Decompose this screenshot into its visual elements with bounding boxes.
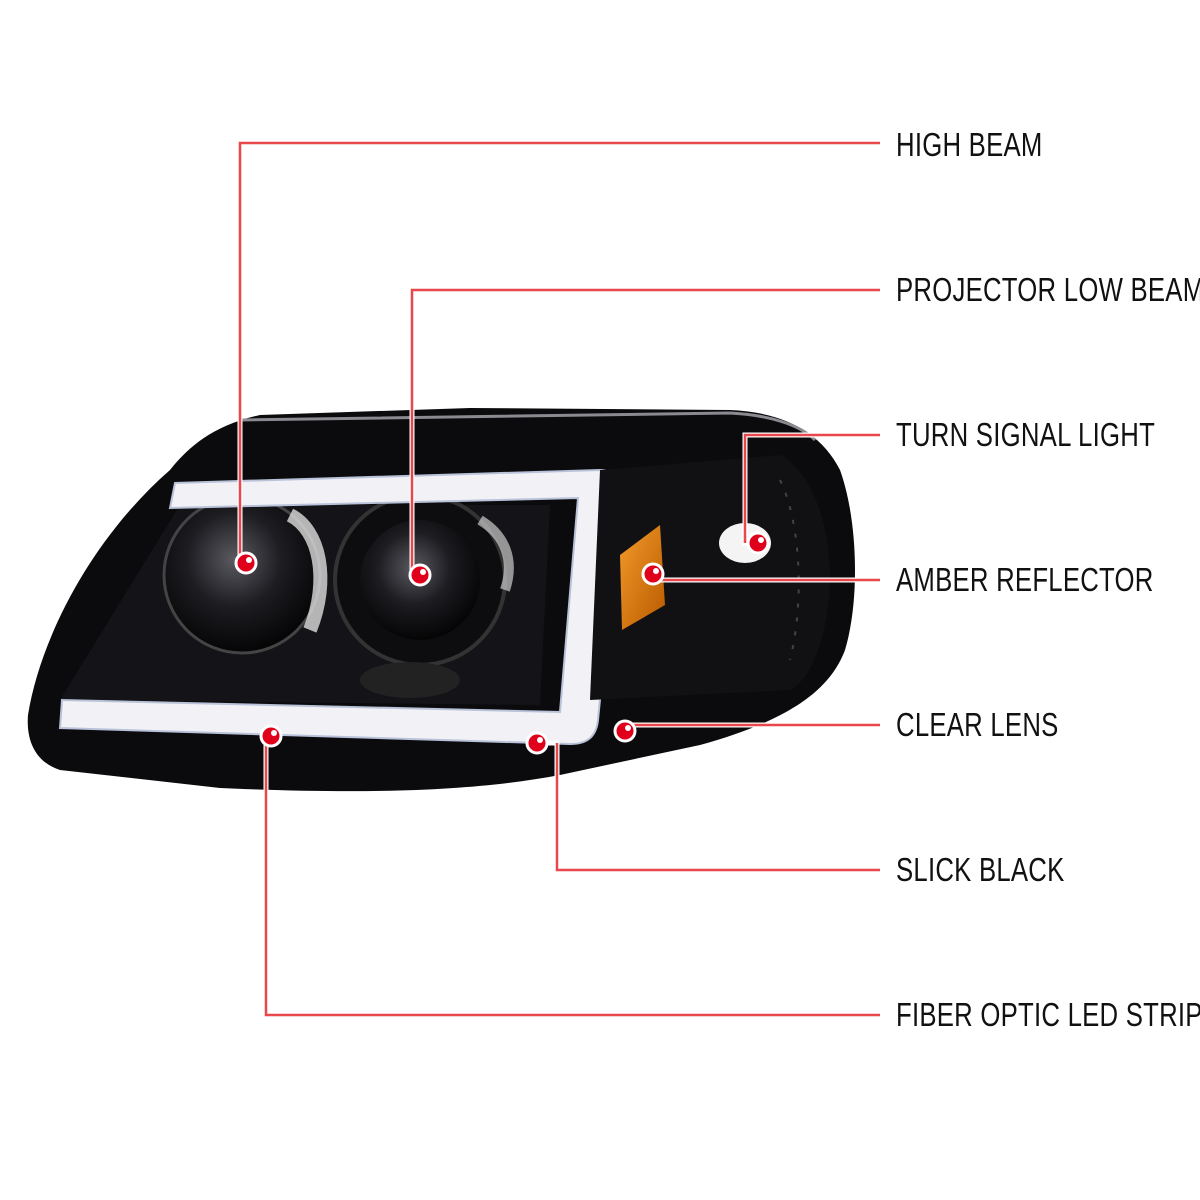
label-amber-reflector: AMBER REFLECTOR [896,561,1154,598]
high-beam-lens [164,497,320,653]
dot-high-beam [234,551,258,575]
callout-line-projector-low-beam [410,288,880,575]
dot-slick-black [525,731,549,755]
dot-projector-low-beam [408,563,432,587]
dot-clear-lens [613,719,637,743]
label-turn-signal-light: TURN SIGNAL LIGHT [896,416,1156,453]
label-slick-black: SLICK BLACK [896,851,1065,888]
label-projector-low-beam: PROJECTOR LOW BEAM [896,271,1200,308]
dot-amber-reflector [641,562,665,586]
callout-line-slick-black [555,743,880,872]
dot-turn-signal-light [746,531,770,555]
callout-line-high-beam [238,141,880,563]
callout-line-turn-signal-light [743,433,880,543]
callout-line-fiber-optic-led-strip [264,736,880,1017]
label-fiber-optic-led-strip: FIBER OPTIC LED STRIP [896,996,1200,1033]
dot-fiber-optic-led-strip [259,724,283,748]
label-clear-lens: CLEAR LENS [896,706,1059,743]
callout-dots [234,531,770,755]
label-high-beam: HIGH BEAM [896,126,1043,163]
